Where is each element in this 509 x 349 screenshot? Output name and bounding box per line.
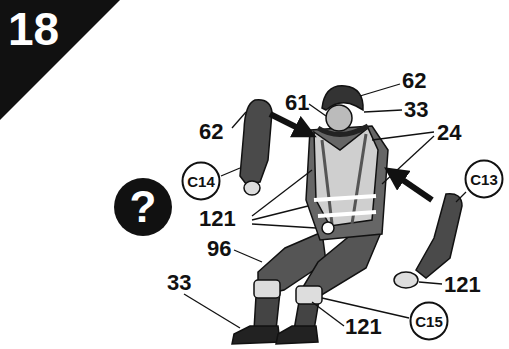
callout-number: 62 [199, 121, 223, 143]
part-code-circle: C15 [409, 301, 449, 341]
step-number-text: 18 [8, 6, 59, 52]
callout-number: 24 [437, 122, 461, 144]
assembly-arrow [270, 114, 432, 200]
caution-symbol-text: ? [130, 185, 157, 229]
part-code-circle-text: C15 [415, 314, 443, 329]
callout-number: 61 [285, 92, 309, 114]
caution-symbol: ? [113, 177, 173, 237]
part-code-circle: C13 [464, 159, 504, 199]
part-code-circle: C14 [181, 161, 221, 201]
callout-number: 121 [444, 274, 481, 296]
step-number: 18 [0, 0, 120, 120]
callout-number: 121 [199, 208, 236, 230]
callout-number: 62 [402, 70, 426, 92]
part-code-circle-text: C13 [470, 172, 498, 187]
callout-number: 33 [167, 272, 191, 294]
callout-number: 33 [404, 99, 428, 121]
part-code-circle-text: C14 [187, 174, 215, 189]
callout-number: 96 [207, 238, 231, 260]
leader-line [184, 84, 466, 328]
callout-number: 121 [345, 316, 382, 338]
pilot-figure [232, 86, 462, 344]
